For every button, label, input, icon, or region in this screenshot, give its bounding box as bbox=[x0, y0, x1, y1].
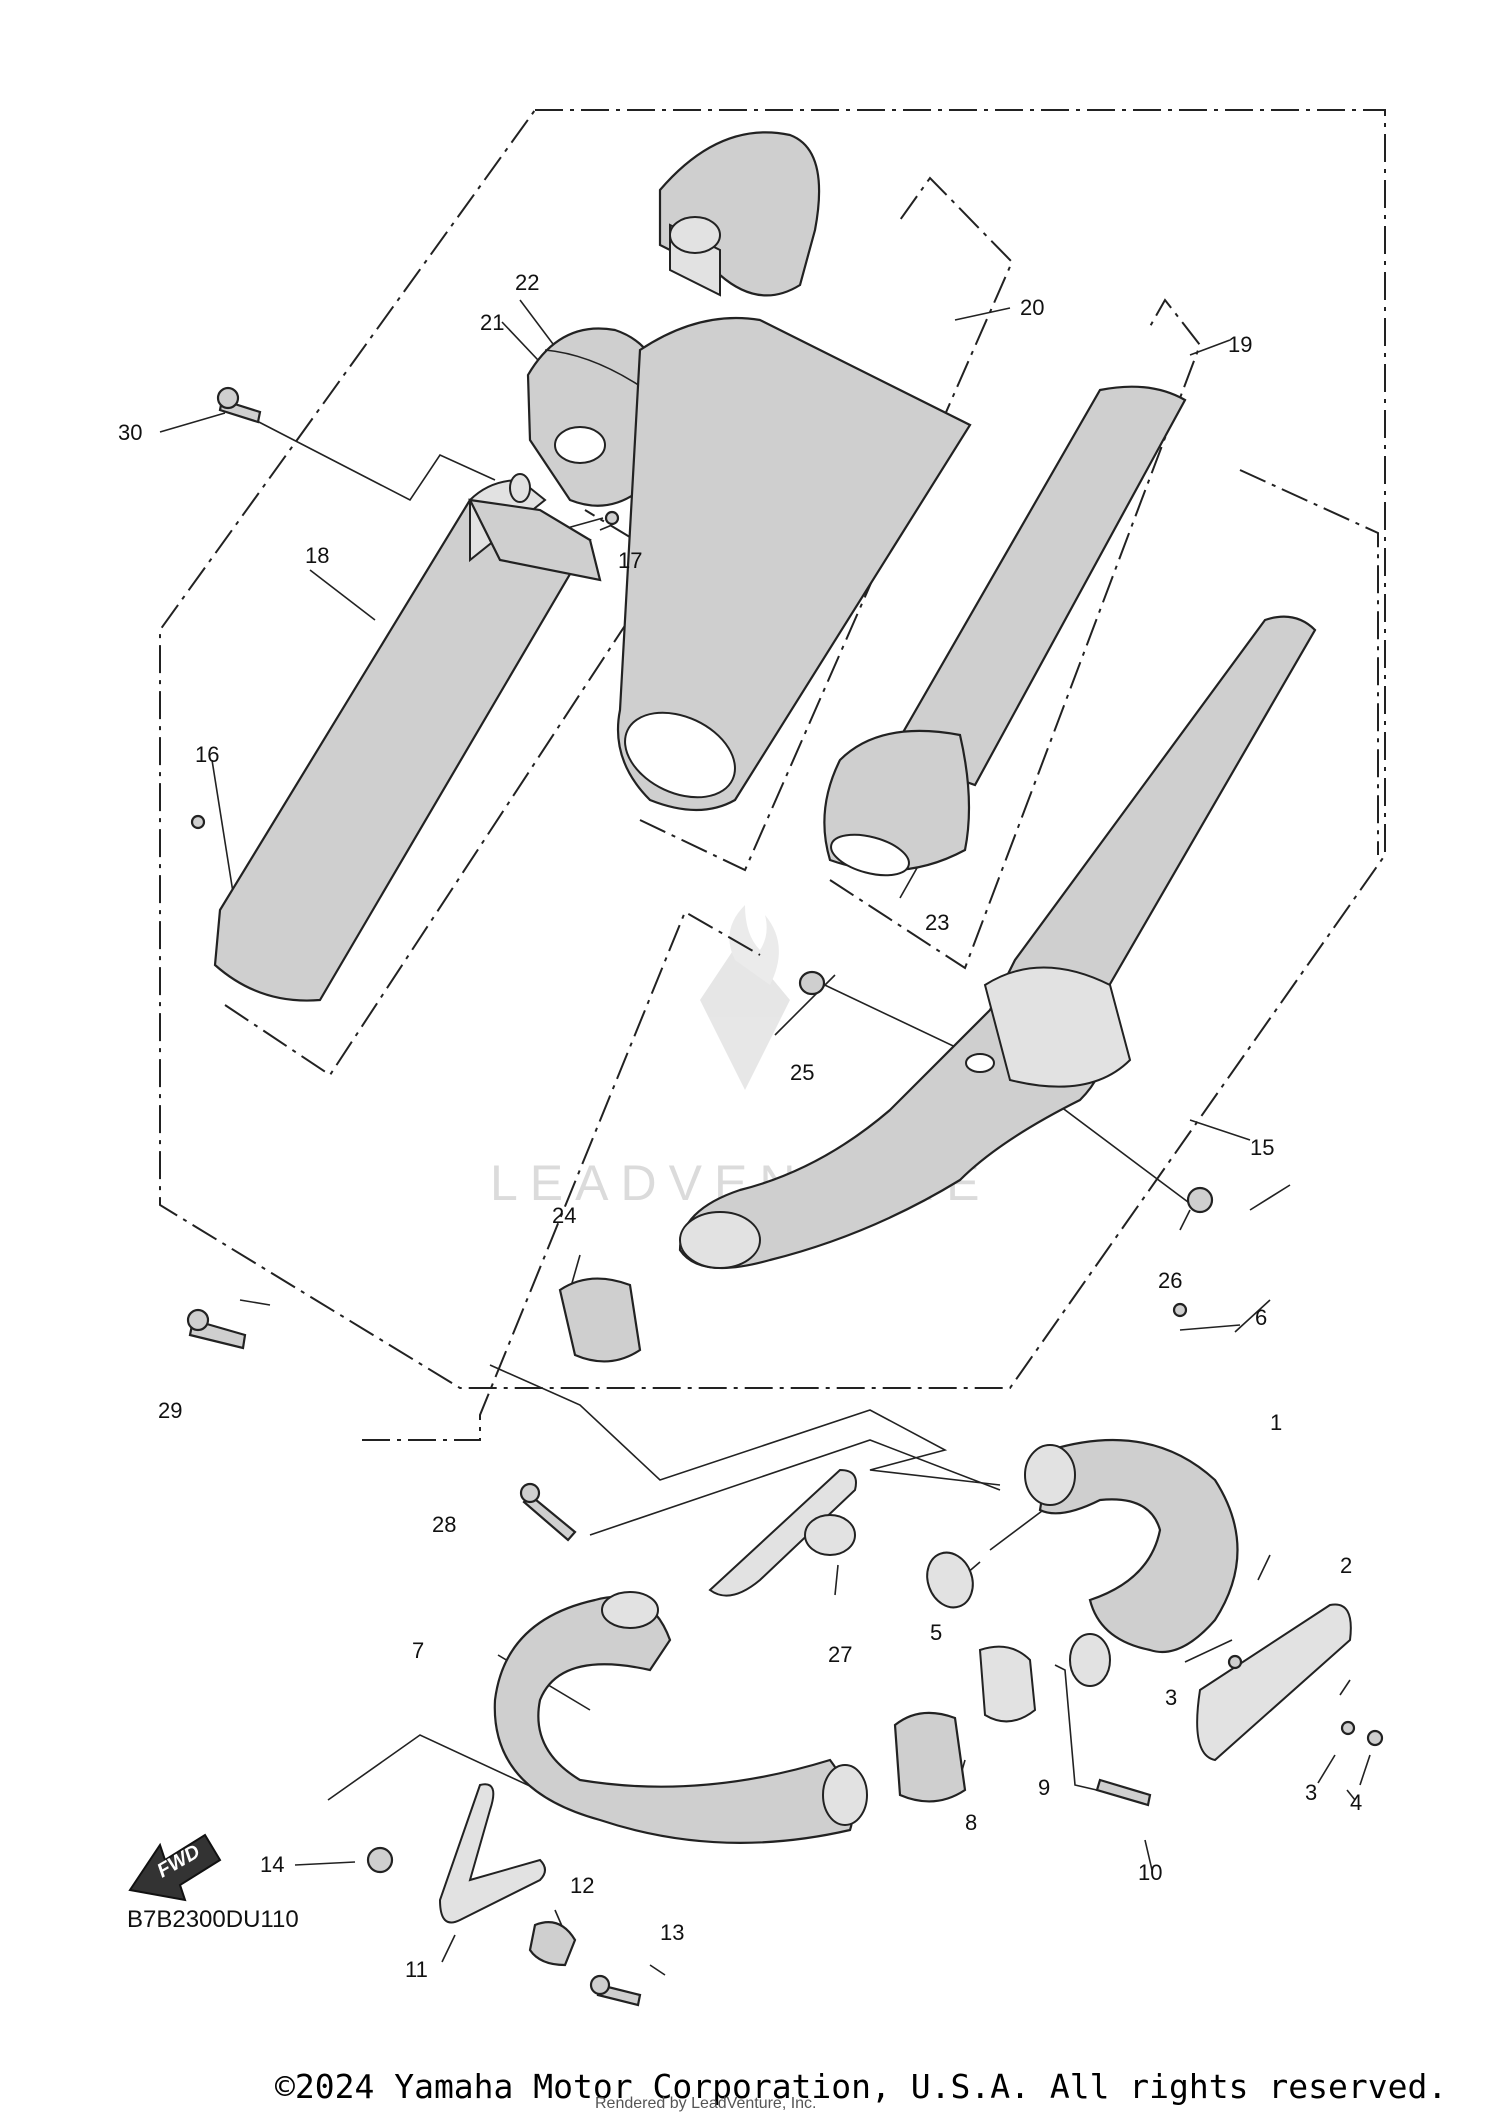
joint-24 bbox=[558, 1277, 642, 1363]
outer-group-outline bbox=[159, 109, 1386, 1389]
callout-22: 22 bbox=[515, 270, 539, 295]
callout-23: 23 bbox=[925, 910, 949, 935]
callout-21: 21 bbox=[480, 310, 504, 335]
stay-11 bbox=[438, 1783, 546, 1924]
header-pipe-group-outline bbox=[1239, 469, 1379, 855]
gasket-5 bbox=[926, 1551, 974, 1609]
rendered-by-notice: Rendered by LeadVenture, Inc. bbox=[595, 2095, 817, 2112]
callout-labels: 1 2 3 3 4 5 6 7 8 9 10 11 12 13 14 15 16… bbox=[118, 270, 1362, 1982]
joint-8 bbox=[893, 1711, 967, 1803]
silencer-group-outline bbox=[224, 509, 670, 1077]
callout-1: 1 bbox=[1270, 1410, 1282, 1435]
callout-6: 6 bbox=[1255, 1305, 1267, 1330]
callout-30: 30 bbox=[118, 420, 142, 445]
callout-7: 7 bbox=[412, 1638, 424, 1663]
callout-19: 19 bbox=[1228, 332, 1252, 357]
group-outlines bbox=[159, 109, 1386, 1441]
silencer-body-20 bbox=[616, 316, 972, 812]
callout-25: 25 bbox=[790, 1060, 814, 1085]
copyright-notice: ©2024 Yamaha Motor Corporation, U.S.A. A… bbox=[275, 2067, 1447, 2106]
inner-pipe-group-outline bbox=[829, 298, 1202, 970]
callout-24: 24 bbox=[552, 1203, 576, 1228]
joint-group-outline bbox=[362, 910, 761, 1441]
exhaust-pipe-7 bbox=[493, 1591, 868, 1844]
callout-2: 2 bbox=[1340, 1553, 1352, 1578]
callout-28: 28 bbox=[432, 1512, 456, 1537]
callout-27: 27 bbox=[828, 1642, 852, 1667]
callout-11: 11 bbox=[405, 1957, 428, 1982]
callout-29: 29 bbox=[158, 1398, 182, 1423]
bolts bbox=[366, 1482, 1384, 2007]
fasteners bbox=[186, 386, 1214, 1350]
inner-pipe-19 bbox=[823, 385, 1187, 877]
callout-20: 20 bbox=[1020, 295, 1044, 320]
callout-17: 17 bbox=[618, 548, 642, 573]
callout-10: 10 bbox=[1138, 1860, 1162, 1885]
callout-12: 12 bbox=[570, 1873, 594, 1898]
callout-8: 8 bbox=[965, 1810, 977, 1835]
callout-4: 4 bbox=[1350, 1790, 1362, 1815]
end-cap-outer bbox=[658, 131, 821, 297]
callout-15: 15 bbox=[1250, 1135, 1274, 1160]
callout-3b: 3 bbox=[1305, 1780, 1317, 1805]
callout-3a: 3 bbox=[1165, 1685, 1177, 1710]
callout-5: 5 bbox=[930, 1620, 942, 1645]
clamp-9 bbox=[978, 1645, 1037, 1723]
callout-26: 26 bbox=[1158, 1268, 1182, 1293]
bend-pipe-1 bbox=[1024, 1438, 1239, 1687]
header-pipe-15 bbox=[678, 615, 1317, 1270]
callout-13: 13 bbox=[660, 1920, 684, 1945]
callout-14: 14 bbox=[260, 1852, 284, 1877]
diagram-code: B7B2300DU110 bbox=[127, 1906, 299, 1933]
callout-9: 9 bbox=[1038, 1775, 1050, 1800]
bracket-2 bbox=[1196, 1603, 1352, 1762]
clamp-27 bbox=[708, 1468, 857, 1597]
callout-18: 18 bbox=[305, 543, 329, 568]
callout-16: 16 bbox=[195, 742, 219, 767]
fwd-arrow-icon: FWD bbox=[128, 1833, 222, 1902]
silencer-outer-18 bbox=[213, 473, 602, 1002]
